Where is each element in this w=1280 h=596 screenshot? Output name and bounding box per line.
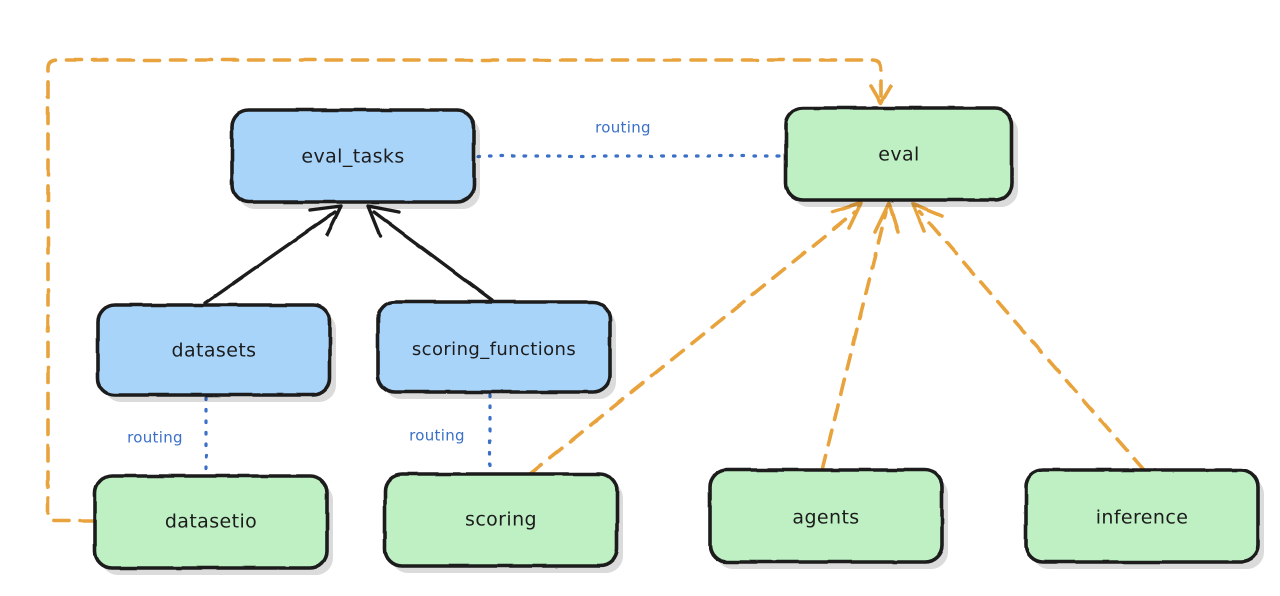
node-scoring[interactable]: scoring (383, 472, 623, 573)
black-edge-group (203, 204, 494, 305)
edge-datasetio-eval[interactable] (46, 58, 893, 523)
node-datasetio[interactable]: datasetio (93, 474, 333, 575)
node-eval[interactable]: eval (784, 106, 1018, 207)
node-label-eval-tasks: eval_tasks (301, 146, 404, 168)
node-shape-scoring-functions (376, 300, 612, 394)
edge-inference-eval[interactable] (911, 202, 1146, 472)
edge-label-routing-left: routing (127, 429, 183, 447)
node-shape-inference (1024, 468, 1260, 564)
node-label-scoring-functions: scoring_functions (412, 339, 576, 360)
node-scoring-functions[interactable]: scoring_functions (376, 300, 616, 399)
node-label-scoring: scoring (465, 509, 537, 531)
node-label-datasets: datasets (172, 340, 257, 362)
node-label-eval: eval (878, 144, 919, 166)
node-label-datasetio: datasetio (165, 511, 257, 533)
node-shape-eval-tasks (230, 108, 476, 204)
node-inference[interactable]: inference (1024, 468, 1264, 569)
node-datasets[interactable]: datasets (96, 303, 336, 402)
node-label-inference: inference (1096, 507, 1189, 529)
edge-label-routing-top: routing (595, 119, 651, 137)
edge-datasets-evaltasks[interactable] (203, 204, 343, 305)
edge-agents-eval[interactable] (820, 201, 900, 472)
edge-scoring-eval[interactable] (528, 201, 863, 476)
orange-edge-group (46, 58, 1146, 523)
edge-label-group: routing routing routing (127, 119, 651, 447)
node-shape-scoring (383, 472, 619, 568)
node-eval-tasks[interactable]: eval_tasks (230, 108, 480, 209)
blue-edge-group (204, 154, 786, 476)
edge-label-routing-middle: routing (409, 427, 465, 445)
node-shape-datasets (96, 303, 332, 397)
node-shape-eval (784, 106, 1014, 202)
edge-scoringfunctions-evaltasks[interactable] (366, 204, 494, 302)
node-shape-agents (708, 468, 944, 564)
node-label-agents: agents (792, 507, 859, 529)
node-shape-datasetio (93, 474, 329, 570)
node-agents[interactable]: agents (708, 468, 948, 569)
